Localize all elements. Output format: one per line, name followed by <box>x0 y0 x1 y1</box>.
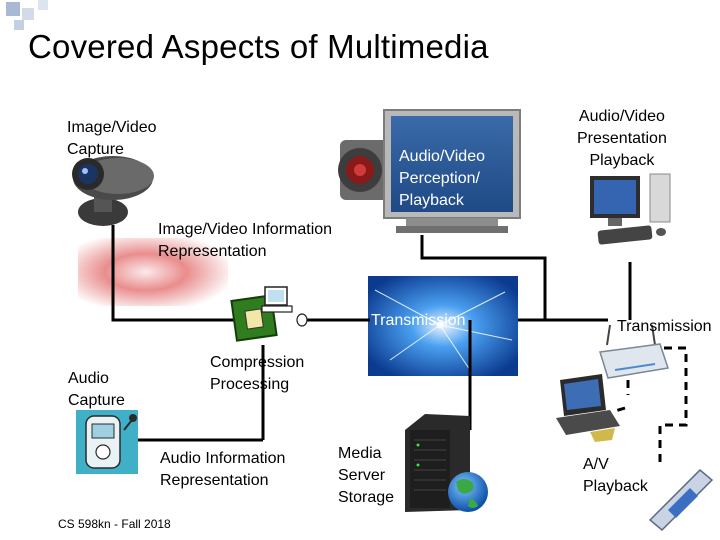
presentation-playback-label: Audio/Video Presentation Playback <box>577 108 667 169</box>
slide-title: Covered Aspects of Multimedia <box>28 28 489 65</box>
image-video-capture-label: Image/Video Capture <box>67 119 157 158</box>
image-video-info-rep-label: Image/Video Information Representation <box>158 221 333 260</box>
media-server-storage-label: Media Server Storage <box>338 445 395 506</box>
compression-processing-label: Compression Processing <box>210 354 305 393</box>
audio-recorder-icon <box>76 410 138 474</box>
small-computer-icon <box>261 286 308 327</box>
globe-icon <box>448 472 488 512</box>
speaker-icon <box>338 140 390 200</box>
slide-footer: CS 598kn - Fall 2018 <box>58 517 171 531</box>
av-playback-label: A/V Playback <box>583 456 648 495</box>
tv-screen-icon <box>383 109 521 233</box>
perception-playback-label: Audio/Video Perception/ Playback <box>399 148 485 209</box>
laptop-icon <box>556 374 620 442</box>
info-rep-background <box>78 238 228 306</box>
network-lines <box>374 289 513 371</box>
desktop-computer-icon <box>590 173 671 245</box>
wireless-links <box>611 346 688 468</box>
audio-capture-label: Audio Capture <box>68 370 125 409</box>
webcam-icon <box>72 156 154 226</box>
wireless-router-icon <box>599 324 669 379</box>
mobile-phone-icon <box>648 468 714 532</box>
transmission-right-label: Transmission <box>617 318 712 335</box>
audio-info-rep-label: Audio Information Representation <box>160 450 286 489</box>
transmission-center-label: Transmission <box>371 312 466 329</box>
